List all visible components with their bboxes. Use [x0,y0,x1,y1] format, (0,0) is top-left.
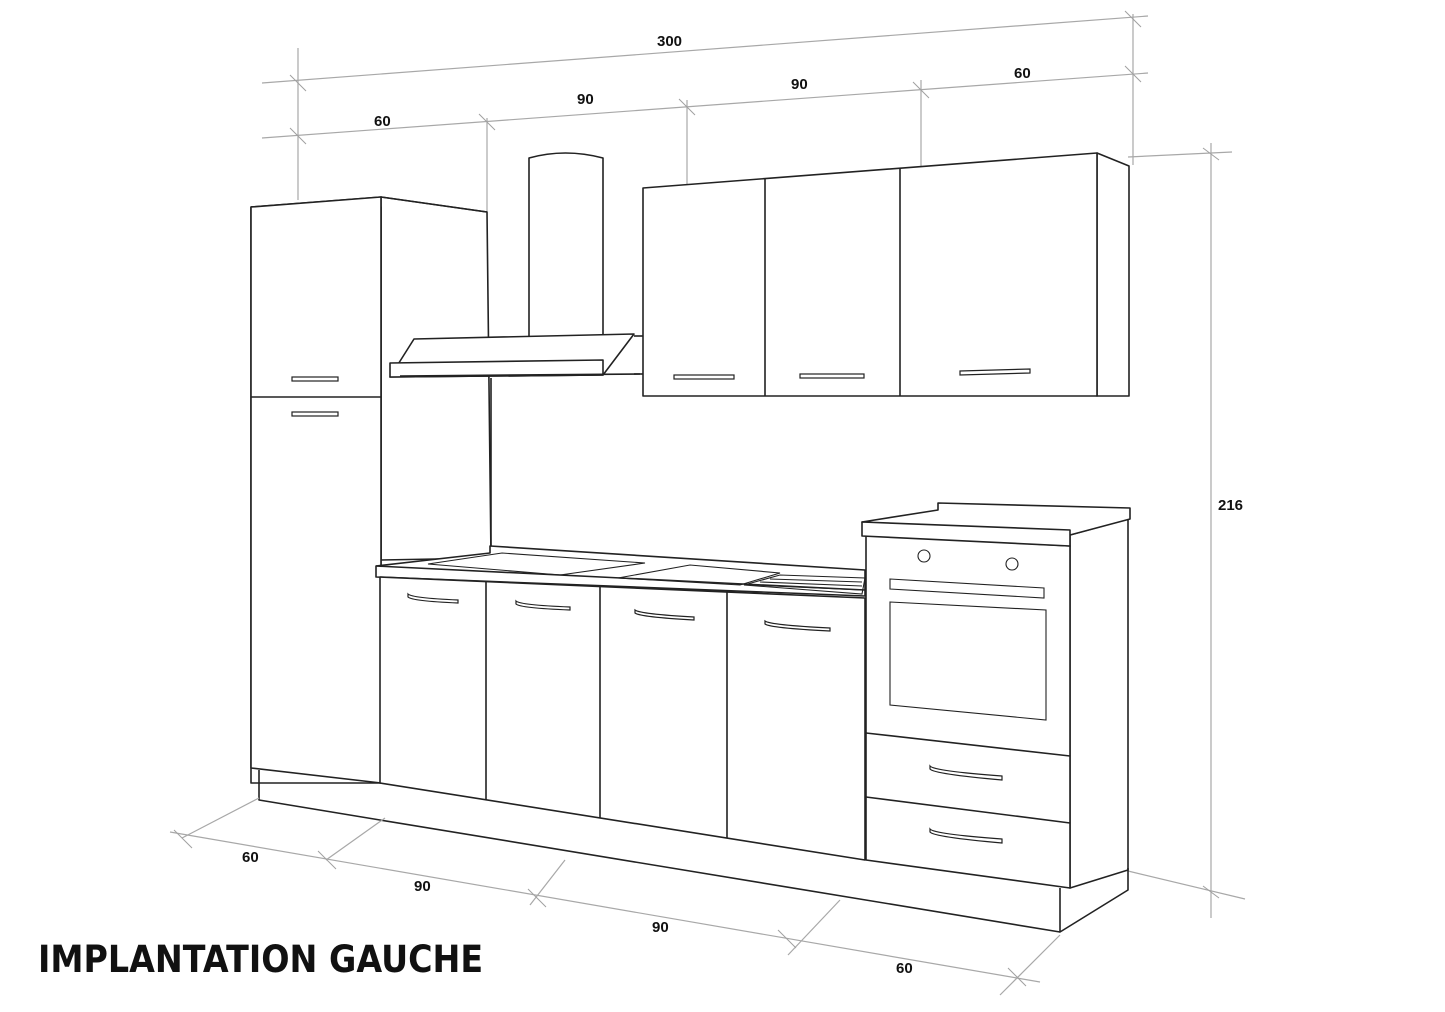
dim-top-seg-1: 60 [374,113,391,130]
wall-cabinet-2-handle [799,373,865,379]
wall-cabinets [634,152,1130,397]
dim-floor-seg-1: 60 [242,849,259,866]
floor-dimension-lines [169,797,1061,996]
top-dimension-lines [261,10,1149,215]
worktop [375,545,866,597]
drawer-1-handle [929,764,1003,781]
base-door-3-handle [634,608,695,621]
wall-cabinet-3-handle [959,368,1031,376]
chimney-hood [389,152,641,558]
base-cabinets [379,576,1061,933]
oven-cooker-module [861,502,1131,933]
drawer-2-handle [929,827,1003,844]
dim-top-seg-2: 90 [577,91,594,108]
layout-title: IMPLANTATION GAUCHE [38,938,484,981]
base-door-2-handle [515,599,571,611]
tall-fridge-column [250,196,492,821]
dim-overall-width: 300 [657,33,682,50]
oven-window [889,601,1047,721]
dim-overall-height: 216 [1218,497,1243,514]
dim-top-seg-3: 90 [791,76,808,93]
fridge-upper-handle [291,376,339,382]
base-door-4-handle [764,619,831,632]
dim-floor-seg-3: 90 [652,919,669,936]
dim-floor-seg-2: 90 [414,878,431,895]
cooker-knob-1 [917,549,931,563]
cooker-knob-2 [1005,557,1019,571]
base-door-1-handle [407,592,459,604]
wall-cabinet-1-handle [673,374,735,380]
fridge-lower-handle [291,411,339,417]
oven-handle-bar [889,578,1045,599]
height-dimension-line [1127,143,1246,918]
dim-top-seg-4: 60 [1014,65,1031,82]
dim-floor-seg-4: 60 [896,960,913,977]
